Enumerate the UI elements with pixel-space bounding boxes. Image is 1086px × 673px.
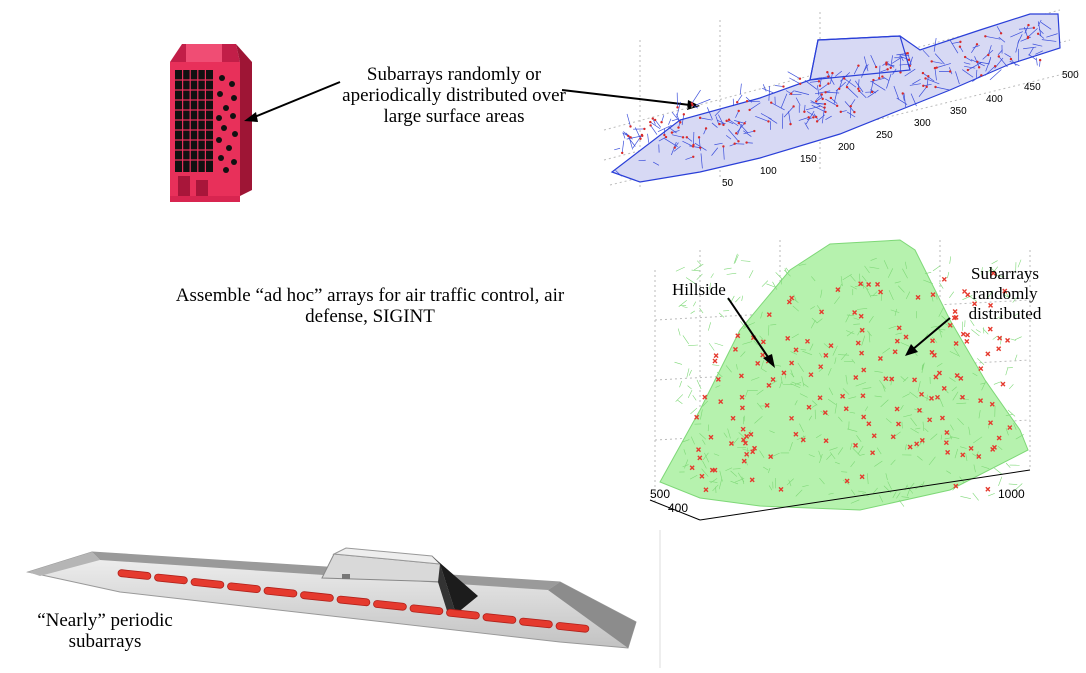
tick-450: 450 bbox=[1024, 82, 1041, 93]
arrow-random bbox=[905, 317, 951, 356]
ship-hull bbox=[26, 547, 637, 649]
arrow-to-building bbox=[244, 81, 341, 122]
building-base bbox=[170, 176, 240, 202]
hill-tick-1000: 1000 bbox=[998, 487, 1025, 501]
window-grid bbox=[175, 70, 213, 172]
tick-300: 300 bbox=[914, 118, 931, 129]
tick-50: 50 bbox=[722, 178, 734, 189]
label-subarrays-random: Subarrays randomly distributed bbox=[968, 264, 1042, 323]
tick-500: 500 bbox=[1062, 70, 1079, 81]
tick-150: 150 bbox=[800, 154, 817, 165]
tick-100: 100 bbox=[760, 166, 777, 177]
hill-tick-400: 400 bbox=[668, 501, 688, 515]
tick-350: 350 bbox=[950, 106, 967, 117]
ship-mesh-plot: 50 100 150 200 250 300 350 400 450 500 bbox=[603, 9, 1081, 190]
arrow-hillside bbox=[727, 297, 775, 368]
caption-subarrays-distributed: Subarrays randomly or aperiodically dist… bbox=[342, 64, 566, 127]
tick-200: 200 bbox=[838, 142, 855, 153]
superstructure bbox=[321, 547, 478, 614]
hill-tick-500: 500 bbox=[650, 487, 670, 501]
tick-400: 400 bbox=[986, 94, 1003, 105]
nearly-periodic-subarrays bbox=[117, 569, 590, 633]
label-hillside: Hillside bbox=[672, 280, 726, 299]
caption-ad-hoc-arrays: Assemble “ad hoc” arrays for air traffic… bbox=[175, 285, 565, 327]
circular-subarrays bbox=[216, 75, 238, 173]
tick-250: 250 bbox=[876, 130, 893, 141]
caption-nearly-periodic: “Nearly” periodic subarrays bbox=[37, 610, 173, 652]
hillside-plot: 500 400 1000 bbox=[649, 239, 1031, 521]
building bbox=[170, 44, 252, 202]
